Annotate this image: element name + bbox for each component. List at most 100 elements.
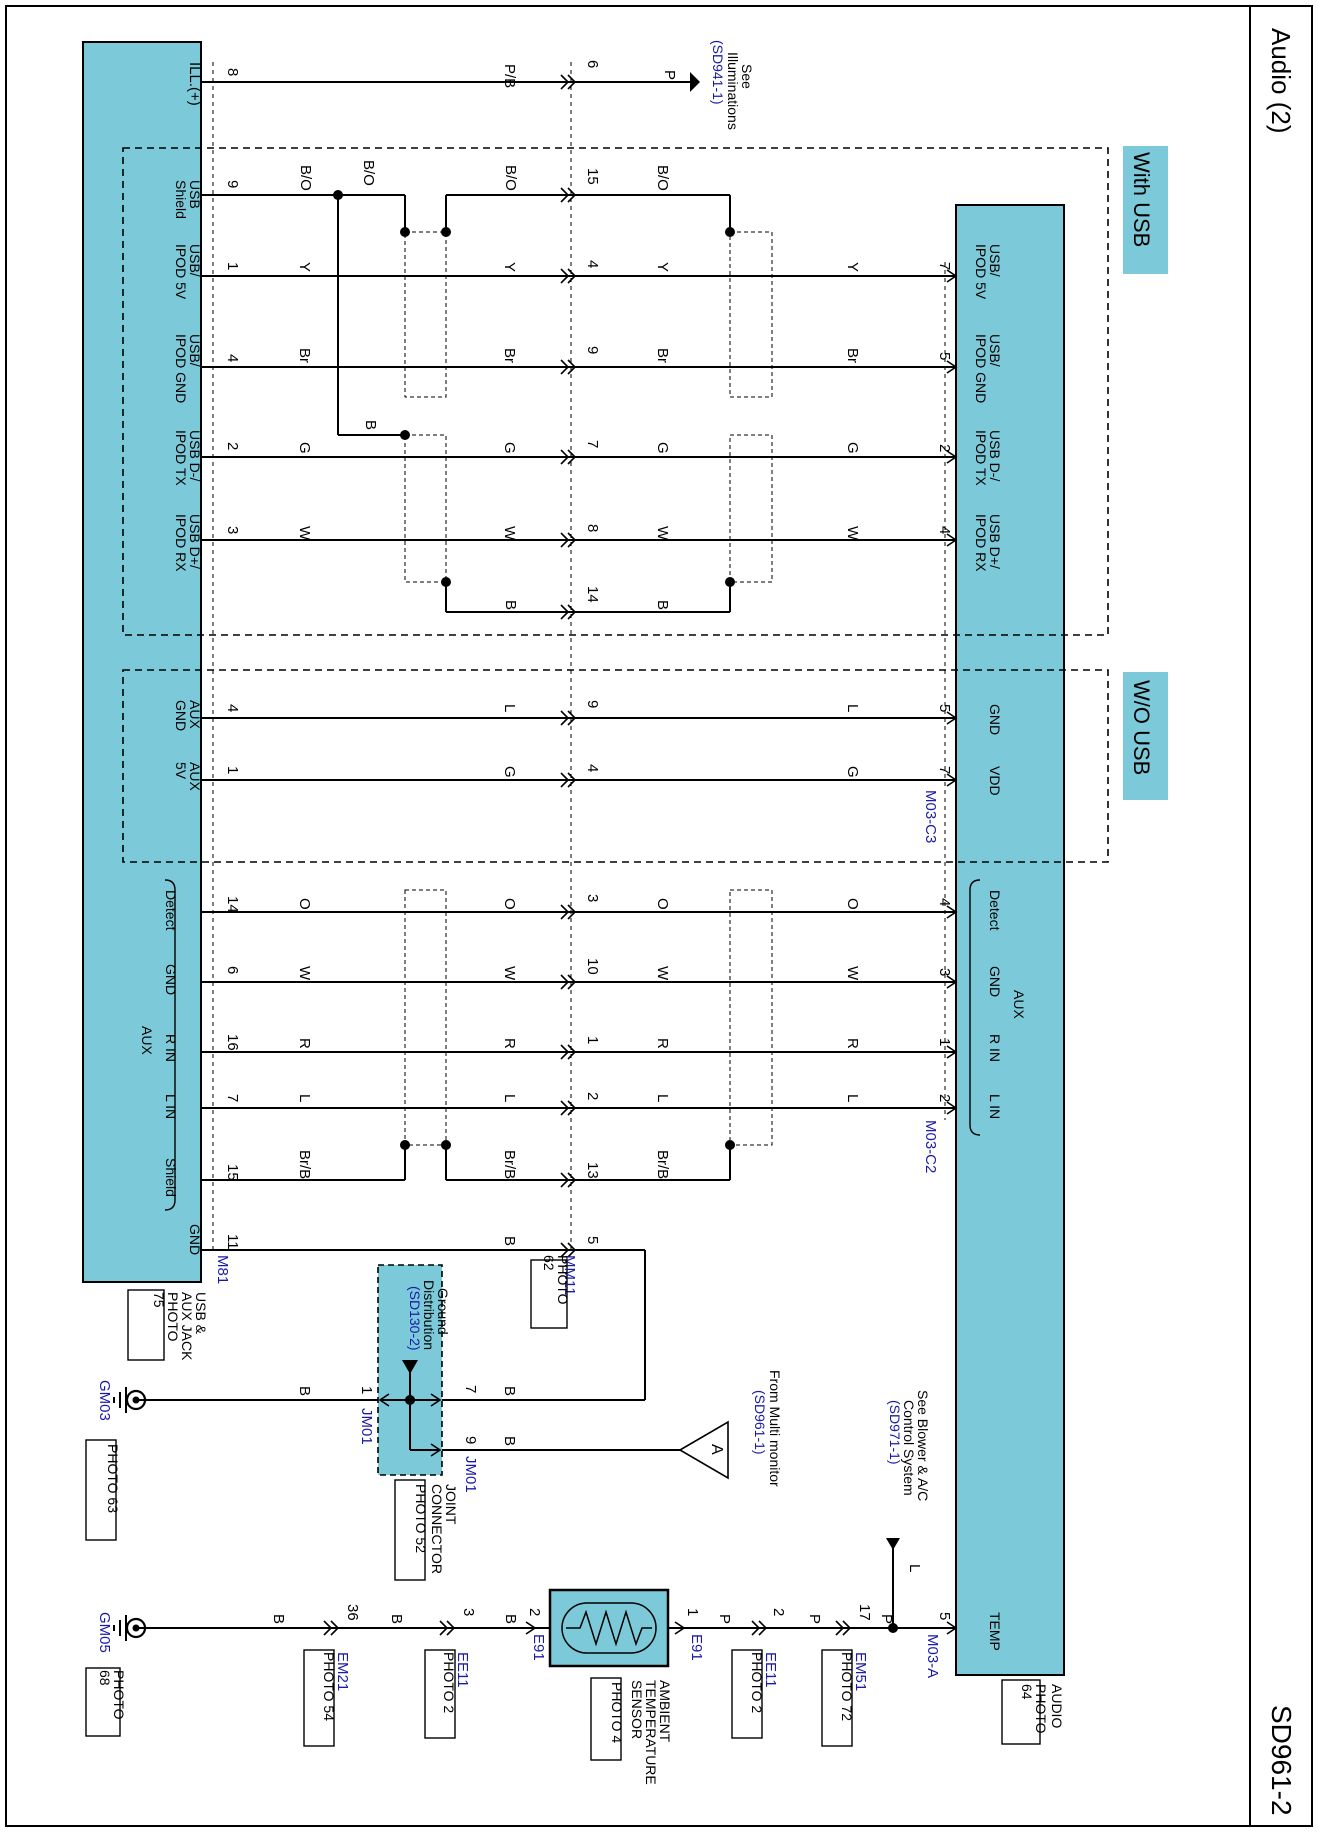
wire-ground (201, 1242, 646, 1401)
jack-aux-bracket (164, 879, 176, 1211)
label-pins-audio-usbgnd_2: IPOD GND (973, 334, 989, 403)
wire-usb-5v (201, 268, 957, 284)
thermistor-icon (561, 1602, 657, 1654)
audio-aux-bracket (969, 879, 981, 1136)
label-wires-multi-jm01_pin: 9 (462, 1436, 479, 1444)
label-connectors-em21: EM21 (334, 1652, 351, 1691)
label-wires-usb5v-c2: Y (501, 262, 518, 272)
label-pins-jack-ill: ILL.(+) (186, 62, 203, 106)
wo-usb-tag (1123, 672, 1168, 800)
label-components-sensor-line2: TEMPERATURE (643, 1680, 659, 1785)
label-pins-audio-usb5v_2: IPOD 5V (973, 244, 989, 300)
label-wires-usbdm-c3: G (654, 442, 671, 454)
label-wires-usbdp-jack_pin: 3 (224, 526, 241, 534)
label-wires-lin-c1: L (296, 1094, 313, 1102)
label-wires-rin-c1: R (296, 1038, 313, 1049)
label-components-usb_jack-line2: AUX JACK (179, 1292, 195, 1361)
label-wires-shield-c1: B/O (297, 165, 314, 191)
label-wires-ill-color_left: P/B (501, 64, 518, 88)
wire-usb-dplus (201, 532, 957, 548)
wire-aux-sig-gnd (201, 974, 957, 990)
label-pins-jack-usbgnd_2: IPOD GND (173, 334, 189, 403)
label-wires-ashield-jack_pin: 15 (224, 1164, 241, 1181)
label-wires-shield-c2: B/O (360, 160, 377, 186)
label-pins-audio-usbdp_1: USB D+/ (987, 514, 1003, 569)
label-pins-audio-rin: R IN (987, 1034, 1003, 1062)
joint-internal (379, 1360, 441, 1457)
label-connectors-ee11a: EE11 (762, 1652, 779, 1688)
label-pins-jack-detect: Detect (163, 890, 179, 931)
label-components-usb_jack-photo_l2: 75 (151, 1292, 167, 1308)
label-connectors-mm11_photo_l2: 62 (541, 1255, 557, 1271)
label-pins-jack-usbdp_2: IPOD RX (173, 514, 189, 572)
label-wires-lin-c3: L (654, 1094, 671, 1102)
label-wires-detect-jack_pin: 14 (224, 896, 241, 913)
label-wires-temp-e91_pin2: 2 (526, 1608, 543, 1616)
label-wires-agnd-audio_pin: 3 (936, 968, 953, 976)
label-wires-gnd-c1: B (501, 1236, 518, 1246)
label-connectors-gm05_photo_l2: 68 (97, 1670, 113, 1686)
label-wires-detect-c3: O (654, 898, 671, 910)
label-connectors-e91b: E91 (530, 1634, 547, 1661)
shield-outline-2 (729, 231, 773, 398)
label-wires-usbshield_b-c1: B (502, 600, 519, 610)
label-references-blower_name: Control System (901, 1400, 917, 1496)
shield-outline-4 (729, 434, 773, 583)
label-wires-detect-audio_pin: 4 (936, 898, 953, 906)
wire-usb-gnd (201, 359, 957, 375)
wire-aux-5v (201, 772, 957, 788)
label-connectors-m81: M81 (214, 1255, 231, 1284)
label-wires-agnd-mm11_pin: 10 (584, 958, 601, 975)
label-wires-usbdm-c4: G (844, 442, 861, 454)
label-components-audio-photo_l2: 64 (1019, 1684, 1035, 1700)
wire-l-in (201, 1100, 957, 1116)
label-connectors-m03c3: M03-C3 (922, 790, 939, 843)
label-wires-agnd-c4: W (844, 966, 861, 981)
label-connectors-gm05_photo_l1: PHOTO (111, 1670, 127, 1720)
audio-unit-box (955, 204, 1065, 1676)
label-wires-lin-mm11_pin: 2 (584, 1092, 601, 1100)
em51-photo-box (821, 1649, 853, 1747)
label-pins-jack-usb5v_1: USB/ (187, 244, 203, 277)
label-wires-gm03-jm01_pin: 1 (358, 1386, 375, 1394)
ee11b-photo-box (424, 1649, 456, 1739)
label-wires-usbgnd-jack_pin: 4 (224, 354, 241, 362)
label-references-blower_code: (SD971-1) (887, 1400, 903, 1465)
label-wires-detect-mm11_pin: 3 (584, 894, 601, 902)
aux-shield-outline-2 (729, 889, 773, 1146)
label-wires-usbdm-jack_pin: 2 (224, 442, 241, 450)
label-wires-usbdp-mm11_pin: 8 (584, 524, 601, 532)
label-connectors-mm11_photo_l1: PHOTO (555, 1255, 571, 1305)
label-pins-jack-aux5v_2: 5V (173, 762, 189, 780)
label-wires-rin-c2: R (501, 1038, 518, 1049)
wire-aux-gnd (201, 710, 957, 726)
wire-detect (201, 904, 957, 920)
label-pins-jack-usbgnd_1: USB/ (187, 334, 203, 367)
label-references-gdist_title: Ground (435, 1288, 451, 1335)
label-wires-detect-c4: O (844, 898, 861, 910)
label-pins-audio-lin: L IN (987, 1094, 1003, 1119)
label-wires-rin-jack_pin: 16 (224, 1034, 241, 1051)
label-wires-usbgnd-c4: Br (844, 348, 861, 363)
label-wires-auxgnd-audio_pin: 5 (936, 704, 953, 712)
label-wires-rin-audio_pin: 1 (936, 1038, 953, 1046)
label-wires-temp-c5: B (388, 1614, 405, 1624)
label-wires-agnd-c1: W (296, 966, 313, 981)
label-wires-rin-mm11_pin: 1 (584, 1036, 601, 1044)
label-pins-jack-gnd2: GND (187, 1224, 203, 1255)
label-references-multi_code: (SD961-1) (752, 1390, 768, 1455)
wire-usb-dminus (201, 449, 957, 465)
with-usb-region (122, 147, 1109, 636)
label-pins-audio-usbgnd_1: USB/ (987, 334, 1003, 367)
label-wires-agnd-c2: W (501, 966, 518, 981)
label-references-gdist_code: (SD130-2) (407, 1286, 423, 1351)
label-connectors-ee11b_photo: PHOTO 2 (441, 1652, 457, 1713)
label-wires-temp-em21_pin: 36 (344, 1604, 361, 1621)
label-connectors-em51_photo: PHOTO 72 (839, 1652, 855, 1721)
wire-ill (201, 72, 700, 92)
label-wires-usbshield_b-c2: B (654, 600, 671, 610)
label-pins-jack-lin: L IN (163, 1094, 179, 1119)
diagram-code: SD961-2 (1266, 1705, 1297, 1816)
label-wires-gnd-jack_pin: 11 (224, 1234, 241, 1250)
